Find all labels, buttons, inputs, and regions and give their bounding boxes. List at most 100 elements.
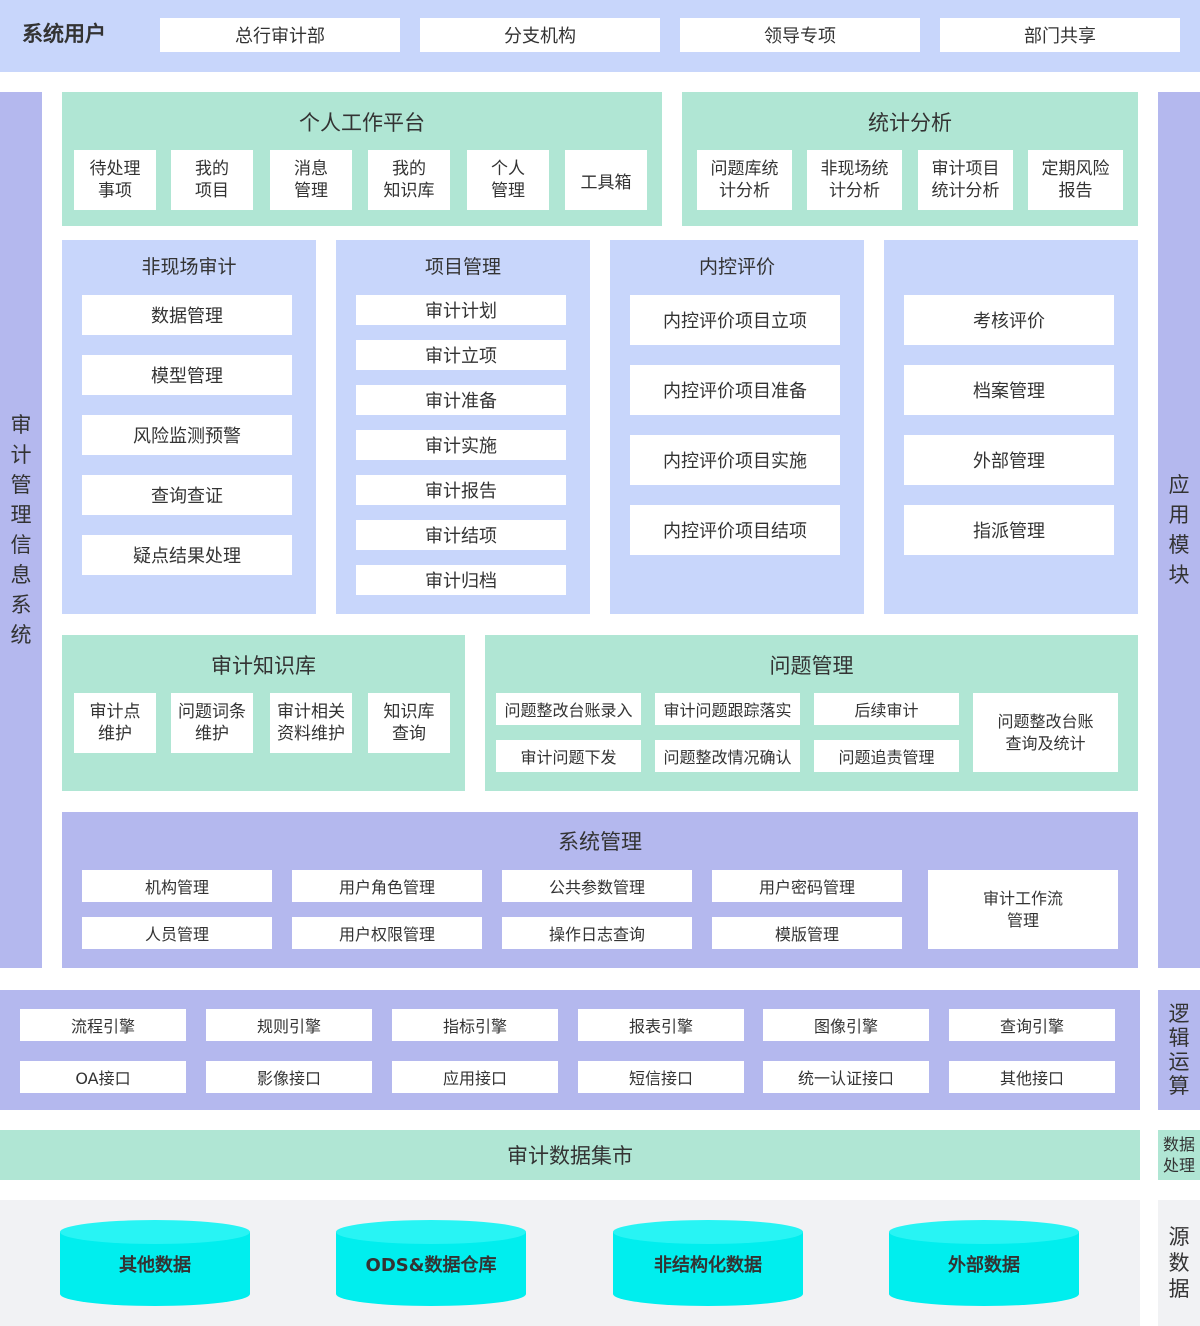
panel-offsite-audit: 非现场审计 数据管理 模型管理 风险监测预警 查询查证 疑点结果处理 (62, 240, 316, 614)
project-item-implementation[interactable]: 审计实施 (356, 430, 566, 460)
box-line: 维护 (98, 724, 132, 744)
sys-item-workflow[interactable]: 审计工作流管理 (928, 870, 1118, 949)
sys-item-personnel[interactable]: 人员管理 (82, 917, 272, 949)
cylinder-other-data: 其他数据 (60, 1220, 250, 1306)
engine-indicator[interactable]: 指标引擎 (392, 1009, 558, 1041)
project-item-preparation[interactable]: 审计准备 (356, 385, 566, 415)
panel-title: 统计分析 (868, 111, 952, 135)
offsite-item-data-mgmt[interactable]: 数据管理 (82, 295, 292, 335)
box-line: 管理 (491, 181, 525, 201)
box-line: 非现场统 (820, 159, 889, 179)
project-item-closure[interactable]: 审计结项 (356, 520, 566, 550)
issue-item-dispatch[interactable]: 审计问题下发 (496, 740, 641, 772)
knowledge-item-audit-points[interactable]: 审计点维护 (74, 693, 156, 753)
personal-item-toolbox[interactable]: 工具箱 (565, 150, 647, 210)
internal-item-initiation[interactable]: 内控评价项目立项 (630, 295, 840, 345)
sys-item-params[interactable]: 公共参数管理 (502, 870, 692, 902)
engine-rules[interactable]: 规则引擎 (206, 1009, 372, 1041)
project-item-report[interactable]: 审计报告 (356, 475, 566, 505)
sys-item-permissions[interactable]: 用户权限管理 (292, 917, 482, 949)
side-char: 数 (1168, 1251, 1190, 1275)
issue-item-ledger-query[interactable]: 问题整改台账查询及统计 (973, 693, 1118, 772)
panel-other-modules: 考核评价 档案管理 外部管理 指派管理 (884, 240, 1138, 614)
personal-item-pending[interactable]: 待处理事项 (74, 150, 156, 210)
sys-item-org-mgmt[interactable]: 机构管理 (82, 870, 272, 902)
side-char: 辑 (1168, 1026, 1190, 1050)
engine-image[interactable]: 图像引擎 (763, 1009, 929, 1041)
sys-item-role-mgmt[interactable]: 用户角色管理 (292, 870, 482, 902)
panel-title: 个人工作平台 (299, 111, 425, 135)
other-item-assignment-mgmt[interactable]: 指派管理 (904, 505, 1114, 555)
side-char: 算 (1168, 1074, 1190, 1098)
stats-item-project-analysis[interactable]: 审计项目统计分析 (918, 150, 1013, 210)
project-item-archive[interactable]: 审计归档 (356, 565, 566, 595)
side-char: 理 (10, 503, 32, 527)
box-line: 待处理 (89, 159, 141, 179)
offsite-item-query-verify[interactable]: 查询查证 (82, 475, 292, 515)
interface-oa[interactable]: OA接口 (20, 1061, 186, 1093)
project-item-approval[interactable]: 审计立项 (356, 340, 566, 370)
side-char: 源 (1168, 1225, 1190, 1249)
side-char: 模 (1168, 533, 1190, 557)
side-char: 统 (10, 623, 32, 647)
internal-item-preparation[interactable]: 内控评价项目准备 (630, 365, 840, 415)
interface-other[interactable]: 其他接口 (949, 1061, 1115, 1093)
engine-query[interactable]: 查询引擎 (949, 1009, 1115, 1041)
offsite-item-risk-warning[interactable]: 风险监测预警 (82, 415, 292, 455)
box-line: 知识库 (383, 181, 435, 201)
sys-item-templates[interactable]: 模版管理 (712, 917, 902, 949)
other-item-external-mgmt[interactable]: 外部管理 (904, 435, 1114, 485)
box-line: 问题整改台账 (997, 711, 1094, 731)
side-char: 逻 (1168, 1002, 1190, 1026)
interface-unified-auth[interactable]: 统一认证接口 (763, 1061, 929, 1093)
side-label-audit-mis: 审 计 管 理 信 息 系 统 (0, 92, 42, 968)
issue-item-ledger-entry[interactable]: 问题整改台账录入 (496, 693, 641, 725)
issue-item-accountability[interactable]: 问题追责管理 (814, 740, 959, 772)
personal-item-my-projects[interactable]: 我的项目 (171, 150, 253, 210)
knowledge-item-issue-terms[interactable]: 问题词条维护 (171, 693, 253, 753)
issue-item-rectification-confirm[interactable]: 问题整改情况确认 (655, 740, 800, 772)
stats-item-risk-report[interactable]: 定期风险报告 (1028, 150, 1123, 210)
cylinder-label: 外部数据 (948, 1255, 1020, 1276)
sys-item-op-log[interactable]: 操作日志查询 (502, 917, 692, 949)
cylinder-ods-warehouse: ODS&数据仓库 (336, 1220, 526, 1306)
issue-item-tracking[interactable]: 审计问题跟踪落实 (655, 693, 800, 725)
box-line: 消息 (294, 159, 328, 179)
panel-personal-platform: 个人工作平台 待处理事项 我的项目 消息管理 我的知识库 个人管理 工具箱 (62, 92, 662, 226)
engine-report[interactable]: 报表引擎 (578, 1009, 744, 1041)
stats-item-issue-analysis[interactable]: 问题库统计分析 (697, 150, 792, 210)
personal-item-messages[interactable]: 消息管理 (270, 150, 352, 210)
side-char: 计 (10, 443, 32, 467)
box-line: 管理 (1006, 910, 1039, 930)
box-line: 审计工作流 (982, 888, 1063, 908)
offsite-item-model-mgmt[interactable]: 模型管理 (82, 355, 292, 395)
panel-project-mgmt: 项目管理 审计计划 审计立项 审计准备 审计实施 审计报告 审计结项 审计归档 (336, 240, 590, 614)
sys-item-password[interactable]: 用户密码管理 (712, 870, 902, 902)
box-line: 问题库统 (710, 159, 779, 179)
stats-item-offsite-analysis[interactable]: 非现场统计分析 (807, 150, 902, 210)
interface-imaging[interactable]: 影像接口 (206, 1061, 372, 1093)
box-line: 统计分析 (931, 181, 1000, 201)
box-line: 审计点 (89, 702, 141, 722)
issue-item-follow-up-audit[interactable]: 后续审计 (814, 693, 959, 725)
box-line: 我的 (195, 159, 229, 179)
internal-item-closure[interactable]: 内控评价项目结项 (630, 505, 840, 555)
system-users-bar: 系统用户 总行审计部 分支机构 领导专项 部门共享 (0, 0, 1200, 72)
box-line: 报告 (1058, 181, 1093, 201)
side-char: 数据 (1162, 1135, 1195, 1154)
knowledge-item-materials[interactable]: 审计相关资料维护 (270, 693, 352, 753)
project-item-plan[interactable]: 审计计划 (356, 295, 566, 325)
offsite-item-suspicious-results[interactable]: 疑点结果处理 (82, 535, 292, 575)
side-char: 管 (10, 473, 32, 497)
personal-item-my-knowledge[interactable]: 我的知识库 (368, 150, 450, 210)
internal-item-implementation[interactable]: 内控评价项目实施 (630, 435, 840, 485)
other-item-archive-mgmt[interactable]: 档案管理 (904, 365, 1114, 415)
knowledge-item-query[interactable]: 知识库查询 (368, 693, 450, 753)
other-item-assessment[interactable]: 考核评价 (904, 295, 1114, 345)
interface-sms[interactable]: 短信接口 (578, 1061, 744, 1093)
panel-title: 非现场审计 (141, 256, 237, 278)
engine-process[interactable]: 流程引擎 (20, 1009, 186, 1041)
interface-application[interactable]: 应用接口 (392, 1061, 558, 1093)
side-label-data-processing: 数据 处理 (1158, 1130, 1200, 1180)
personal-item-personal-mgmt[interactable]: 个人管理 (467, 150, 549, 210)
